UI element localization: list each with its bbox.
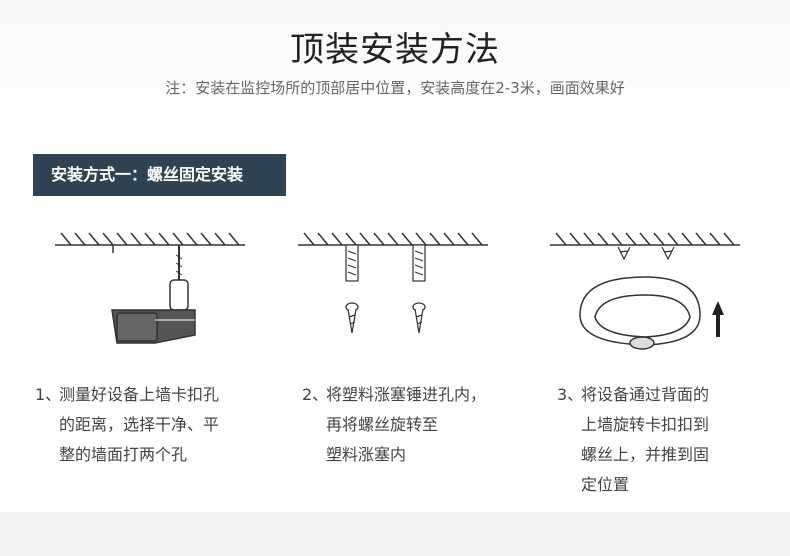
step-line: 螺丝上，并推到固 — [581, 445, 710, 464]
step-line: 将设备通过背面的 — [581, 385, 710, 404]
camera-figure — [550, 232, 740, 350]
step-line: 将塑料涨塞锤进孔内， — [326, 385, 487, 404]
drill-icon — [111, 245, 196, 344]
step-2: 2、 将塑料涨塞锤进孔内， 再将螺丝旋转至 塑料涨塞内 — [302, 380, 486, 470]
install-note: 注：安装在监控场所的顶部居中位置，安装高度在2-3米，画面效果好 — [165, 79, 625, 97]
step-number: 1、 — [35, 385, 62, 404]
arrow-up-icon — [712, 301, 724, 337]
ceiling-camera-icon — [579, 276, 701, 350]
step-1: 1、 测量好设备上墙卡扣孔 的距离，选择干净、平 整的墙面打两个孔 — [35, 380, 219, 470]
method-badge: 安装方式一：螺丝固定安装 — [33, 154, 286, 196]
footer-band — [0, 512, 790, 556]
step-number: 2、 — [302, 385, 329, 404]
step-line: 的距离，选择干净、平 — [59, 415, 220, 434]
step-line: 上墙旋转卡扣扣到 — [581, 415, 710, 434]
page-title: 顶装安装方法 — [290, 30, 500, 70]
anchor-figure — [298, 232, 488, 334]
step-line: 再将螺丝旋转至 — [326, 415, 439, 434]
anchor-screw-icon — [345, 244, 426, 334]
step-line: 塑料涨塞内 — [326, 445, 407, 464]
step-line: 整的墙面打两个孔 — [59, 445, 188, 464]
step-number: 3、 — [557, 385, 584, 404]
step-3: 3、 将设备通过背面的 上墙旋转卡扣扣到 螺丝上，并推到固 定位置 — [557, 380, 709, 500]
ceiling-hatch-1 — [60, 232, 240, 246]
step-line: 定位置 — [581, 475, 630, 494]
step-line: 测量好设备上墙卡扣孔 — [59, 385, 220, 404]
drill-figure — [55, 232, 245, 344]
